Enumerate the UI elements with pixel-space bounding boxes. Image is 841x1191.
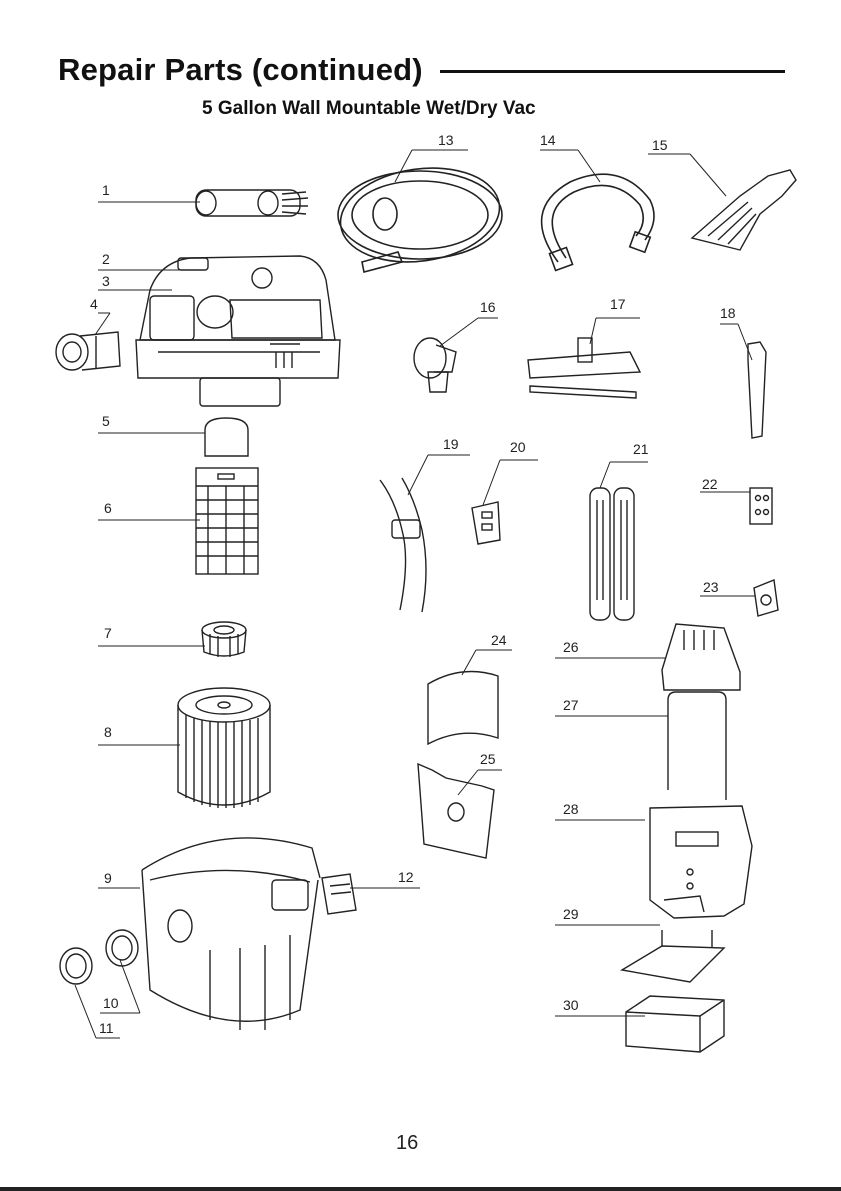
leader-lines [75,150,755,1038]
part-6-filter-frame [196,468,258,574]
part-7-filter-nut [202,622,246,657]
part-5-foam-plug [205,418,248,456]
part-1-adapter [196,190,308,216]
callout-20: 20 [510,440,526,454]
callout-29: 29 [563,907,579,921]
callout-1: 1 [102,183,110,197]
part-15-claw-nozzle [692,170,796,250]
callout-2: 2 [102,252,110,266]
callout-30: 30 [563,998,579,1012]
callout-18: 18 [720,306,736,320]
part-8-cartridge-filter [178,688,270,808]
part-13-hose [334,158,505,272]
part-22-hardware-pack [750,488,772,524]
callout-14: 14 [540,133,556,147]
callout-28: 28 [563,802,579,816]
part-9-collection-drum [142,838,320,1030]
callout-17: 17 [610,297,626,311]
part-21-extension-wands [590,488,634,620]
part-19-handle [380,478,426,612]
callout-11: 11 [99,1021,114,1035]
callout-8: 8 [104,725,112,739]
callout-12: 12 [398,870,414,884]
callout-6: 6 [104,501,112,515]
callout-22: 22 [702,477,718,491]
part-2-3-power-head [136,256,340,406]
part-30-storage-bin [626,996,724,1052]
part-20-clip [472,502,500,544]
callout-27: 27 [563,698,579,712]
callout-13: 13 [438,133,454,147]
page-number: 16 [396,1132,418,1155]
part-25-dust-bag [418,764,494,858]
part-29-tray-panel [622,930,724,982]
callout-7: 7 [104,626,112,640]
callout-5: 5 [102,414,110,428]
part-23-manual [754,580,778,616]
callout-21: 21 [633,442,649,456]
part-28-wall-bracket [650,806,752,918]
part-17-floor-nozzle [528,338,640,398]
part-26-accessory-holder [662,624,740,690]
callout-23: 23 [703,580,719,594]
callout-15: 15 [652,138,668,152]
callout-19: 19 [443,437,459,451]
callout-25: 25 [480,752,496,766]
part-12-latch [322,874,356,914]
callout-26: 26 [563,640,579,654]
callout-9: 9 [104,871,112,885]
callout-3: 3 [102,274,110,288]
callout-4: 4 [90,297,98,311]
part-27-u-bracket [668,692,726,800]
bottom-rule [0,1187,841,1191]
callout-16: 16 [480,300,496,314]
part-16-brush [414,338,456,392]
part-24-foam-sleeve [428,672,498,745]
part-14-small-hose [542,174,654,270]
callout-10: 10 [103,996,119,1010]
part-4-nozzle [56,332,120,370]
callout-24: 24 [491,633,507,647]
